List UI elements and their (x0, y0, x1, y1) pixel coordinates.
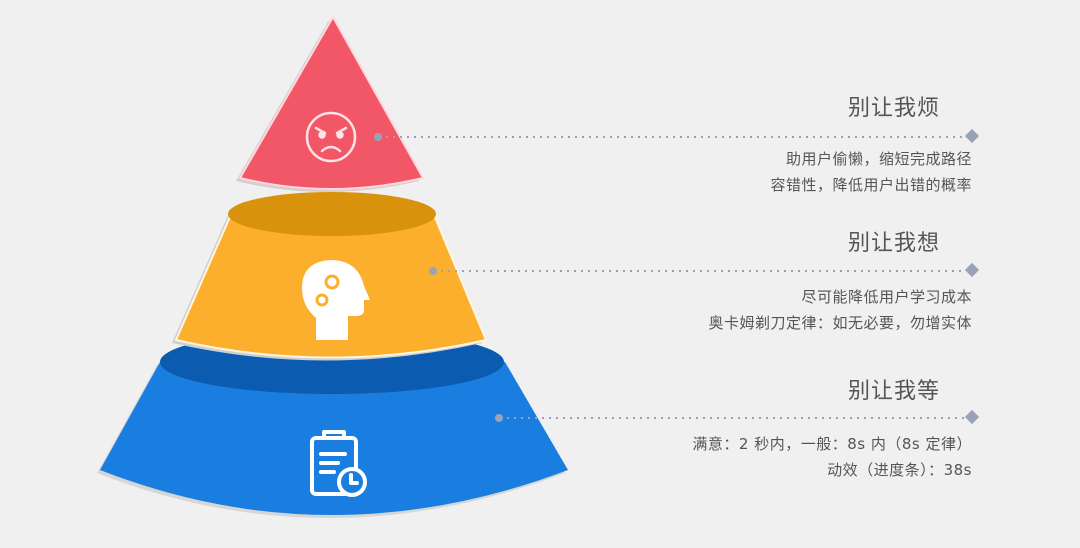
middle-layer (172, 192, 488, 361)
head-gears-icon (302, 260, 370, 340)
layer-title-top: 别让我烦 (847, 96, 940, 121)
bottom-layer (97, 330, 568, 518)
layer-title-middle: 别让我想 (847, 231, 940, 256)
label-middle-desc: 尽可能降低用户学习成本 奥卡姆剃刀定律：如无必要，勿增实体 (708, 284, 972, 336)
label-middle-title-wrap: 别让我想 (848, 230, 940, 258)
layer-title-bottom: 别让我等 (847, 379, 940, 404)
clipboard-clock-icon (310, 430, 367, 497)
top-layer (236, 16, 424, 192)
layer-desc-line: 助用户偷懒，缩短完成路径 (785, 150, 972, 168)
label-top-title-wrap: 别让我烦 (848, 95, 940, 123)
layer-desc-line: 动效（进度条）：38s (827, 461, 972, 479)
connector-bottom (495, 409, 980, 425)
connector-middle (429, 262, 980, 278)
layer-desc-line: 容错性，降低用户出错的概率 (770, 176, 972, 194)
layer-desc-line: 奥卡姆剃刀定律：如无必要，勿增实体 (708, 314, 972, 332)
connector-top (374, 128, 980, 144)
label-top-desc: 助用户偷懒，缩短完成路径 容错性，降低用户出错的概率 (770, 146, 972, 198)
label-bottom-title-wrap: 别让我等 (848, 378, 940, 406)
layer-desc-line: 满意：2 秒内，一般：8s 内（8s 定律） (692, 435, 972, 453)
label-bottom-desc: 满意：2 秒内，一般：8s 内（8s 定律） 动效（进度条）：38s (692, 431, 972, 483)
angry-face-icon (305, 111, 357, 163)
layer-desc-line: 尽可能降低用户学习成本 (801, 288, 972, 306)
